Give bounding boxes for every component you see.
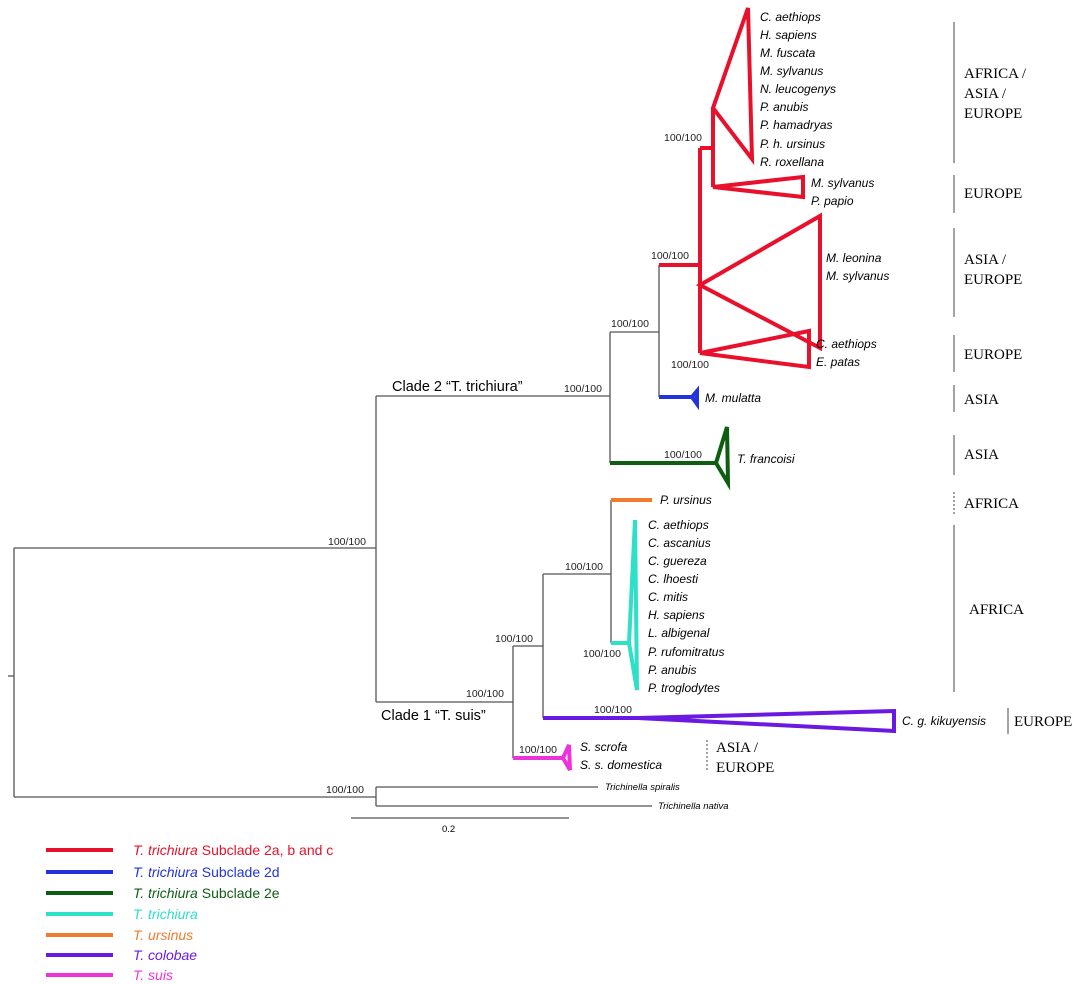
sub2d-triangle: [689, 385, 699, 411]
taxon-tt-1: C. aethiops: [648, 518, 709, 532]
backbone-branches: [8, 265, 660, 807]
region-4: EUROPE: [964, 347, 1022, 363]
colobae-triangle: [637, 708, 896, 734]
taxon-tt-10: P. troglodytes: [648, 681, 720, 695]
support-ttcol: 100/100: [495, 633, 533, 645]
region-brackets: [706, 22, 1009, 771]
taxon-2a-7: P. hamadryas: [760, 118, 833, 132]
support-root: 100/100: [328, 536, 366, 548]
region-1-line2: ASIA /: [964, 86, 1007, 102]
legend-label-3: T. trichiura Subclade 2e: [133, 885, 280, 901]
legend-label-5: T. ursinus: [133, 927, 193, 943]
region-2: EUROPE: [964, 186, 1022, 202]
taxon-2e: T. francoisi: [737, 452, 795, 466]
support-ttur: 100/100: [565, 561, 603, 573]
support-n2a: 100/100: [664, 132, 702, 144]
taxon-tt-8: P. rufomitratus: [648, 645, 724, 659]
taxon-tt-6: H. sapiens: [648, 608, 705, 622]
region-3-line2: EUROPE: [964, 272, 1022, 288]
support-n2abc: 100/100: [651, 250, 689, 262]
taxon-tt-3: C. guereza: [648, 554, 707, 568]
taxon-tt-5: C. mitis: [648, 590, 688, 604]
taxon-suis-2: S. s. domestica: [580, 758, 662, 772]
clade1-label: Clade 1 “T. suis”: [381, 708, 486, 724]
region-labels: AFRICA / ASIA / EUROPE EUROPE ASIA / EUR…: [716, 66, 1072, 776]
trichiura-triangle: [626, 519, 639, 691]
taxon-tt-2: C. ascanius: [648, 536, 711, 550]
colobae-clade: [543, 708, 896, 734]
support-n2abcd: 100/100: [611, 318, 649, 330]
support-clade1: 100/100: [466, 688, 504, 700]
legend-label-2: T. trichiura Subclade 2d: [133, 864, 280, 880]
sub2c-triangle: [699, 328, 811, 370]
sub2b-triangle: [695, 212, 822, 352]
support-trichiura: 100/100: [583, 648, 621, 660]
support-n2e: 100/100: [664, 449, 702, 461]
suis-clade: [513, 744, 572, 772]
sub2a-triangle: [710, 7, 755, 166]
taxon-2a-4: M. sylvanus: [760, 64, 823, 78]
suis-triangle: [560, 744, 572, 772]
support-colobae: 100/100: [594, 704, 632, 716]
taxon-2a-9: R. roxellana: [760, 155, 824, 169]
subclade-2e: [610, 426, 731, 491]
taxon-2a-8: P. h. ursinus: [760, 137, 825, 151]
sub2a-b-triangle: [712, 174, 805, 200]
taxon-2a-6: P. anubis: [760, 100, 809, 114]
taxon-2a-5: N. leucogenys: [760, 82, 836, 96]
region-7: AFRICA: [964, 496, 1019, 512]
region-9: EUROPE: [1014, 714, 1072, 730]
taxon-2b-1: M. leonina: [826, 251, 882, 265]
sub2e-triangle: [713, 426, 731, 491]
legend-label-1: T. trichiura Subclade 2a, b and c: [133, 842, 333, 858]
taxon-2a-1: C. aethiops: [760, 10, 821, 24]
taxon-ursinus: P. ursinus: [660, 493, 712, 507]
taxon-outgroup-1: Trichinella spiralis: [605, 782, 680, 793]
region-3-line1: ASIA /: [964, 252, 1007, 268]
trichiura-clade: [611, 519, 639, 691]
taxon-colobae: C. g. kikuyensis: [902, 714, 986, 728]
scale-bar-label: 0.2: [442, 824, 455, 835]
support-suis: 100/100: [519, 744, 557, 756]
region-1-line3: EUROPE: [964, 106, 1022, 122]
region-10-line1: ASIA /: [716, 740, 759, 756]
subclade-2abc: [659, 7, 822, 370]
taxon-2d: M. mulatta: [705, 391, 761, 405]
taxon-2a-3: M. fuscata: [760, 46, 816, 60]
subclade-2d: [659, 385, 699, 411]
support-outgroup: 100/100: [326, 784, 364, 796]
taxon-labels: C. aethiops H. sapiens M. fuscata M. syl…: [580, 10, 986, 812]
taxon-2ab-1: M. sylvanus: [811, 176, 874, 190]
taxon-tt-7: L. albigenal: [648, 626, 710, 640]
legend-label-4: T. trichiura: [133, 906, 198, 922]
taxon-2c-2: E. patas: [816, 355, 860, 369]
taxon-2c-1: C. aethiops: [816, 337, 877, 351]
region-1-line1: AFRICA /: [964, 66, 1027, 82]
taxon-outgroup-2: Trichinella nativa: [658, 801, 729, 812]
taxon-2ab-2: P. papio: [811, 194, 854, 208]
clade2-label: Clade 2 “T. trichiura”: [392, 379, 523, 395]
support-n2c: 100/100: [671, 359, 709, 371]
region-5: ASIA: [964, 392, 999, 408]
taxon-tt-4: C. lhoesti: [648, 572, 698, 586]
legend: T. trichiura Subclade 2a, b and c T. tri…: [46, 842, 333, 983]
legend-label-6: T. colobae: [133, 947, 197, 963]
support-clade2: 100/100: [564, 383, 602, 395]
taxon-suis-1: S. scrofa: [580, 740, 628, 754]
support-values: 100/100 100/100 100/100 100/100 100/100 …: [326, 132, 709, 796]
legend-label-7: T. suis: [133, 967, 173, 983]
taxon-2b-2: M. sylvanus: [826, 269, 889, 283]
taxon-tt-9: P. anubis: [648, 663, 697, 677]
region-10-line2: EUROPE: [716, 760, 774, 776]
taxon-2a-2: H. sapiens: [760, 28, 817, 42]
region-8: AFRICA: [969, 602, 1024, 618]
region-6: ASIA: [964, 447, 999, 463]
